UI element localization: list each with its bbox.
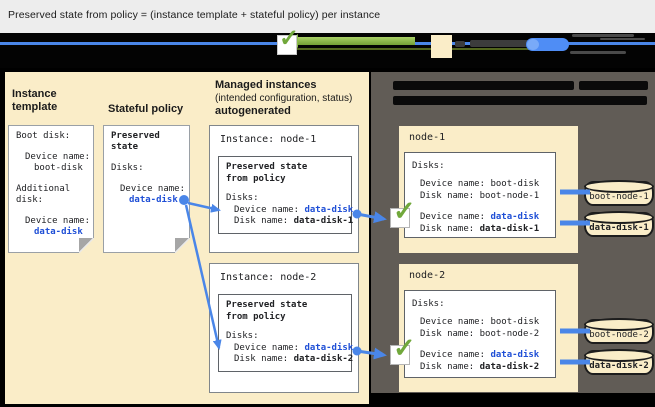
legend-checkmark-icon: ✓ (277, 27, 299, 55)
disk-cylinder-data-disk-1: data-disk-1 (584, 211, 654, 237)
node1-applied-checkmark: ✓ (390, 198, 416, 228)
additional-disk-label: Additional (16, 184, 71, 194)
boot-disk-label: Boot disk: (16, 131, 71, 141)
managed-instances-heading: Managed instances (intended configuratio… (215, 79, 373, 118)
managed-heading-line1: Managed instances (215, 79, 317, 91)
page-fold-icon (79, 238, 94, 253)
preserved-state-from-policy-title: Preserved state from policy (226, 300, 308, 322)
data-device-row: Device name: data-disk (420, 350, 540, 360)
vm-panel-heading-illegible (579, 81, 648, 90)
stateful-policy-card: Preserved state Disks: Device name: data… (103, 125, 190, 253)
disk-name-row: Disk name: data-disk-2 (234, 354, 354, 364)
managed-instance-node-2: Instance: node-2 Preserved state from po… (209, 263, 359, 393)
check-icon: ✓ (393, 196, 416, 226)
data-disk-value: data-disk-1 (479, 224, 540, 234)
disk-cylinder-boot-node-1: boot-node-1 (584, 180, 654, 206)
device-name-label: Device name: (25, 152, 91, 162)
preserved-state-box: Preserved state from policy Disks: Devic… (218, 156, 354, 234)
data-disk-value: data-disk-2 (479, 362, 540, 372)
data-disk-row: Disk name: data-disk-1 (420, 224, 540, 234)
disk-name-row: Disk name: data-disk-1 (234, 216, 354, 226)
instance-template-heading: Instance template (12, 88, 58, 113)
device-name-row: Device name: data-disk (234, 204, 354, 215)
managed-instance-node-1: Instance: node-1 Preserved state from po… (209, 125, 359, 253)
managed-heading-line3: autogenerated (215, 105, 291, 117)
boot-device-row: Device name: boot-disk (420, 317, 540, 327)
data-disk-value: data-disk (34, 227, 83, 237)
instance-title: Instance: node-2 (220, 272, 317, 283)
legend-blue-disk-icon (526, 38, 569, 51)
vm-node-1-card: node-1 Disks: Device name: boot-disk Dis… (399, 126, 578, 253)
device-name-label: Device name: (25, 216, 91, 226)
managed-heading-line2: (intended configuration, status) (215, 93, 353, 104)
vm-node-2-card: node-2 Disks: Device name: boot-disk Dis… (399, 264, 578, 392)
boot-disk-value: boot-disk (34, 163, 83, 173)
data-disk-row: Disk name: data-disk-2 (420, 362, 540, 372)
cylinder-label: data-disk-2 (589, 361, 649, 371)
disks-label: Disks: (111, 163, 144, 173)
additional-disk-label2: disk: (16, 195, 44, 205)
boot-disk-row: Disk name: boot-node-2 (420, 329, 540, 339)
preserved-state-from-policy-title: Preserved state from policy (226, 162, 308, 184)
legend-annotation-illegible (570, 51, 626, 54)
node-title: node-2 (409, 270, 446, 281)
node2-applied-checkmark: ✓ (390, 335, 416, 365)
data-disk-value: data-disk (304, 204, 354, 215)
diagram-title: Preserved state from policy = (instance … (8, 9, 381, 21)
cylinder-label: boot-node-1 (589, 192, 649, 202)
cylinder-label: data-disk-1 (589, 223, 649, 233)
title-bar: Preserved state from policy = (instance … (0, 0, 655, 33)
boot-disk-value: boot-node-2 (479, 329, 540, 339)
stateful-policy-heading: Stateful policy (108, 103, 184, 115)
device-name-row: Device name: data-disk (234, 342, 354, 353)
data-device-value: data-disk (490, 212, 540, 222)
disks-label: Disks: (412, 161, 445, 171)
node-disks-box: Disks: Device name: boot-disk Disk name:… (404, 152, 556, 238)
data-device-row: Device name: data-disk (420, 212, 540, 222)
check-icon: ✓ (279, 25, 300, 52)
instance-template-card: Boot disk: Device name: boot-disk Additi… (8, 125, 94, 253)
disks-label: Disks: (226, 331, 259, 341)
device-name-label: Device name: (120, 184, 186, 194)
node-title: node-1 (409, 132, 446, 143)
legend-annotation-illegible (572, 34, 634, 37)
disk-name-value: data-disk-1 (293, 216, 354, 226)
boot-disk-row: Disk name: boot-node-1 (420, 191, 540, 201)
legend-green-arrow-icon (288, 34, 415, 48)
disk-cylinder-data-disk-2: data-disk-2 (584, 349, 654, 375)
instance-title: Instance: node-1 (220, 134, 317, 145)
disk-name-value: data-disk-2 (293, 354, 354, 364)
data-disk-value: data-disk (129, 195, 178, 205)
legend-bar: ✓ (0, 27, 655, 68)
disk-cylinder-boot-node-2: boot-node-2 (584, 318, 654, 344)
boot-device-value: boot-disk (490, 179, 540, 189)
boot-device-row: Device name: boot-disk (420, 179, 540, 189)
legend-text-illegible (470, 40, 555, 47)
legend-annotation-illegible (600, 38, 645, 40)
preserved-state-box: Preserved state from policy Disks: Devic… (218, 294, 354, 372)
page-fold-icon (175, 238, 190, 253)
data-disk-value: data-disk (304, 342, 354, 353)
node-disks-box: Disks: Device name: boot-disk Disk name:… (404, 290, 556, 378)
check-icon: ✓ (393, 333, 416, 363)
boot-device-value: boot-disk (490, 317, 540, 327)
data-device-value: data-disk (490, 350, 540, 360)
cylinder-label: boot-node-2 (589, 330, 649, 340)
legend-equals-illegible (455, 41, 465, 47)
legend-green-arrow-tail (297, 48, 560, 50)
preserved-state-title: Preserved state (111, 131, 160, 152)
vm-panel-heading-illegible (393, 81, 574, 90)
disks-label: Disks: (412, 299, 445, 309)
boot-disk-value: boot-node-1 (479, 191, 540, 201)
vm-panel-heading-illegible (393, 96, 647, 105)
disks-label: Disks: (226, 193, 259, 203)
legend-beige-swatch-icon (431, 35, 452, 58)
